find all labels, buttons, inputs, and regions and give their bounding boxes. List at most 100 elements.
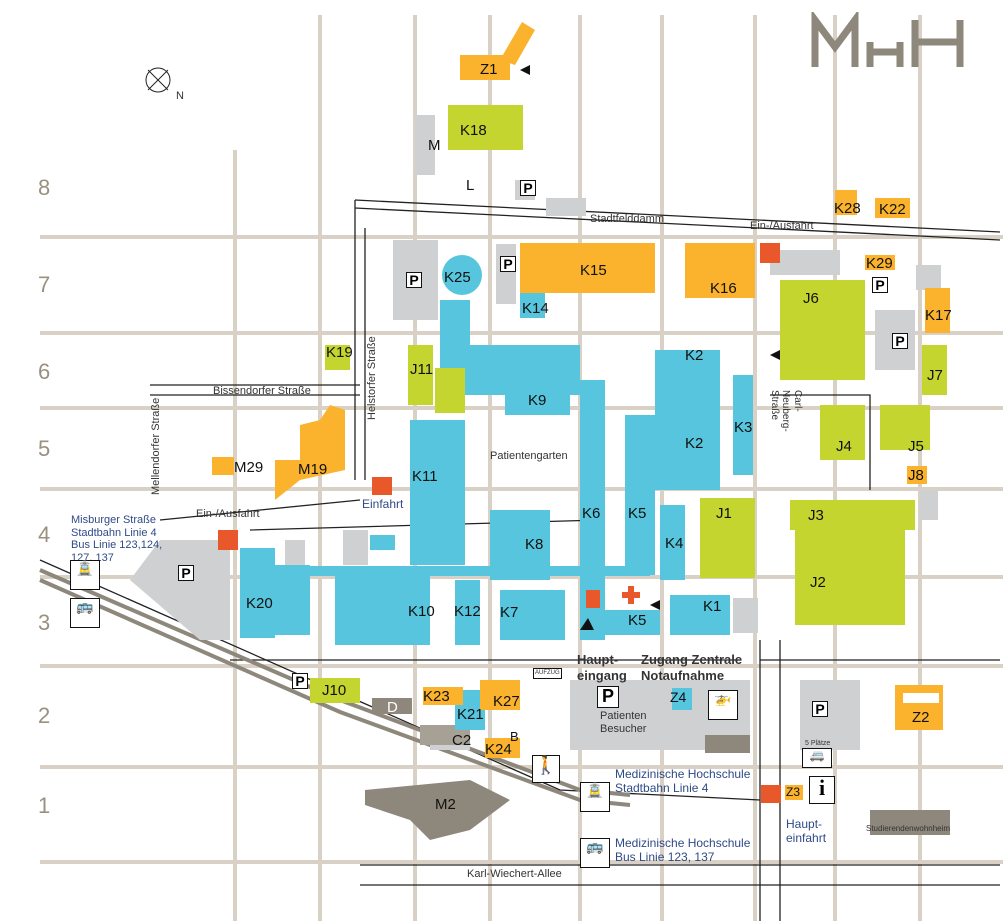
tram-icon: 🚊 (580, 782, 610, 812)
building-K29[interactable]: K29 (866, 255, 893, 272)
parking-icon: P (292, 673, 308, 689)
studierendenwohnheim-label: Studierendenwohnheim (866, 824, 951, 833)
haupteinfahrt-label: Haupt- einfahrt (786, 817, 827, 845)
building-M[interactable]: M (428, 137, 441, 154)
building-L[interactable]: L (466, 177, 475, 194)
building-J7[interactable]: J7 (927, 367, 943, 384)
parking-icon: P (406, 272, 422, 288)
building-M19[interactable]: M19 (298, 461, 328, 478)
patientengarten-label: Patientengarten (490, 450, 568, 462)
parking-icon: P (892, 333, 908, 349)
parking-icon: P (597, 686, 619, 708)
grid-lines (40, 15, 1003, 921)
building-J11[interactable]: J11 (410, 361, 434, 378)
helicopter-icon: 🚁 (708, 690, 738, 720)
alert-icons (218, 243, 781, 803)
row-label: 7 (38, 272, 51, 297)
building-J10[interactable]: J10 (322, 682, 347, 699)
mhh-logo (811, 12, 964, 67)
building-K24[interactable]: K24 (485, 741, 512, 758)
street-bissendorfer: Bissendorfer Straße (213, 385, 311, 397)
ein-ausfahrt-top: Ein-/Ausfahrt (750, 220, 814, 232)
building-K18[interactable]: K18 (460, 122, 487, 139)
building-Z4[interactable]: Z4 (670, 689, 687, 705)
parking-icon: P (872, 277, 888, 293)
building-K5[interactable]: K5 (628, 505, 647, 522)
building-K3[interactable]: K3 (734, 419, 753, 436)
building-K2[interactable]: K2 (685, 347, 704, 364)
parking-icon: P (520, 180, 536, 196)
cross-icon (622, 586, 640, 604)
building-K10[interactable]: K10 (408, 603, 435, 620)
mhh-bus-stop: Medizinische Hochschule Bus Linie 123, 1… (615, 836, 751, 864)
building-Z1[interactable]: Z1 (480, 61, 498, 78)
misburger-transit: Misburger Straße Stadtbahn Linie 4 Bus L… (71, 514, 163, 564)
building-K17[interactable]: K17 (925, 307, 952, 324)
parking-icon: P (812, 701, 828, 717)
info-icon: i (809, 776, 835, 804)
bus-icon: 🚌 (580, 838, 610, 868)
building-K1[interactable]: K1 (703, 598, 722, 615)
building-J1[interactable]: J1 (716, 505, 732, 522)
building-J4[interactable]: J4 (836, 438, 852, 455)
camper-icon: 🚐 (802, 748, 832, 768)
building-Z2[interactable]: Z2 (912, 709, 930, 726)
building-C2[interactable]: C2 (452, 732, 472, 749)
row-label: 3 (38, 610, 51, 635)
building-K12[interactable]: K12 (454, 603, 481, 620)
camper-places-label: 5 Plätze (805, 740, 831, 747)
building-K27[interactable]: K27 (493, 693, 520, 710)
service-buildings (212, 22, 950, 800)
building-K22[interactable]: K22 (879, 201, 906, 218)
building-J8[interactable]: J8 (908, 467, 924, 484)
building-K6[interactable]: K6 (582, 505, 601, 522)
row-label: 4 (38, 522, 51, 547)
building-M29[interactable]: M29 (234, 459, 264, 476)
building-K19[interactable]: K19 (326, 344, 353, 361)
building-K2[interactable]: K2 (685, 435, 704, 452)
building-K21[interactable]: K21 (457, 706, 484, 723)
mhh-tram-stop: Medizinische Hochschule Stadtbahn Linie … (615, 767, 751, 795)
einfahrt-label: Einfahrt (362, 497, 404, 511)
building-K4[interactable]: K4 (665, 535, 684, 552)
building-K20[interactable]: K20 (246, 595, 273, 612)
row-label: 8 (38, 175, 51, 200)
building-Z3[interactable]: Z3 (786, 785, 801, 799)
building-K9[interactable]: K9 (528, 392, 547, 409)
building-K7[interactable]: K7 (500, 604, 519, 621)
building-K16[interactable]: K16 (710, 280, 737, 297)
building-K15[interactable]: K15 (580, 262, 607, 279)
building-K25[interactable]: K25 (444, 269, 471, 286)
building-K11[interactable]: K11 (412, 468, 438, 485)
street-karl-wiechert: Karl-Wiechert-Allee (467, 868, 562, 880)
building-M2[interactable]: M2 (435, 796, 456, 813)
building-B[interactable]: B (510, 729, 519, 744)
elevator-icon: AUFZUG (533, 668, 562, 679)
row-label: 6 (38, 359, 51, 384)
parking-icon: P (500, 256, 516, 272)
street-carl-neuberg: Carl-Neuberg-Straße (769, 390, 803, 432)
building-K23[interactable]: K23 (423, 688, 450, 705)
building-K5[interactable]: K5 (628, 612, 647, 629)
building-J2[interactable]: J2 (810, 574, 826, 591)
street-mellendorfer: Mellendorfer Straße (150, 397, 162, 495)
bus-icon: 🚌 (70, 598, 100, 628)
building-K14[interactable]: K14 (522, 300, 549, 317)
haupteingang-label: Haupt- eingang (577, 652, 627, 683)
building-J6[interactable]: J6 (803, 290, 819, 307)
street-stadtfelddamm: Stadtfelddamm (590, 213, 664, 225)
row-label: 2 (38, 703, 51, 728)
arrows (520, 65, 780, 630)
building-K8[interactable]: K8 (525, 536, 544, 553)
building-K28[interactable]: K28 (834, 200, 861, 217)
building-J5[interactable]: J5 (908, 438, 924, 455)
gray-areas (130, 115, 941, 750)
parking-icon: P (178, 565, 194, 581)
building-J3[interactable]: J3 (808, 507, 824, 524)
row-label: 1 (38, 793, 51, 818)
building-D[interactable]: D (387, 699, 398, 716)
patienten-besucher-label: Patienten Besucher (600, 710, 647, 735)
dark-buildings (365, 698, 950, 840)
